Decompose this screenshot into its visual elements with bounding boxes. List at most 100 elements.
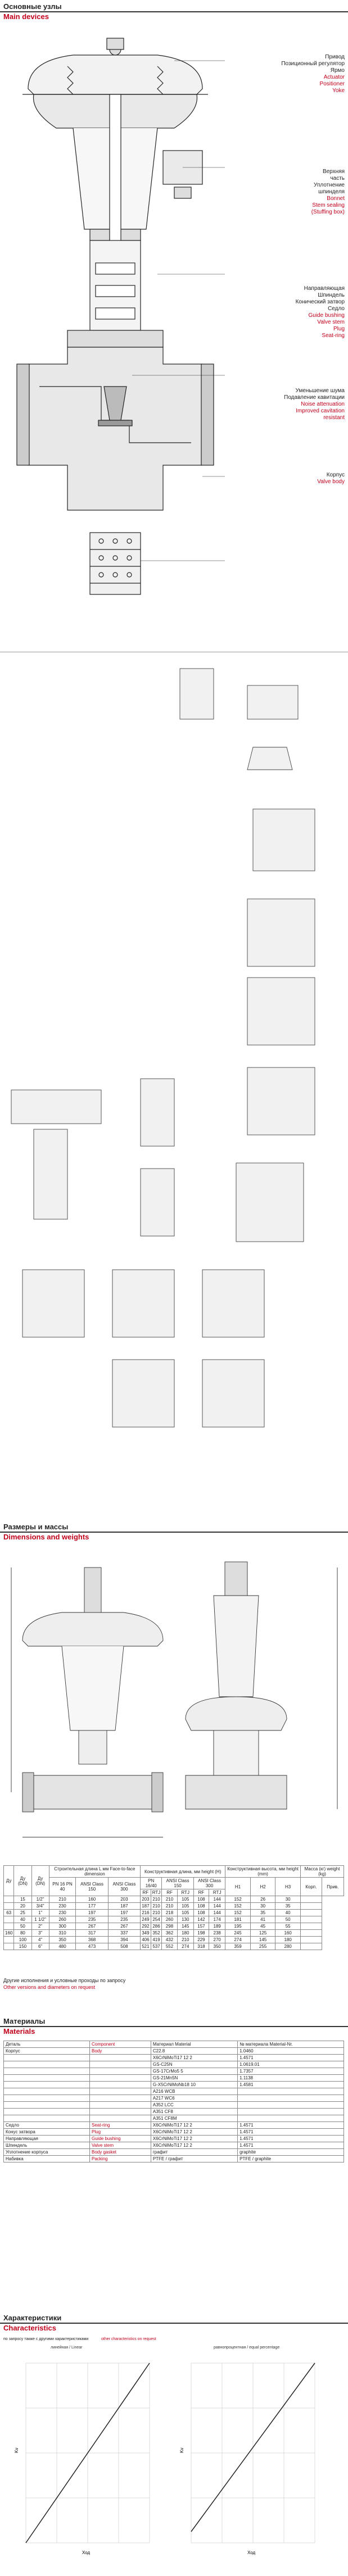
label-group-actuator: Привод Позиционный регулятор Ярмо Actuat… (225, 54, 345, 94)
table-cell: 1.4581 (237, 2081, 344, 2088)
label-seat-en: Seat-ring (322, 333, 345, 339)
table-cell (3, 2054, 90, 2061)
label-noise-ru: Уменьшение шума (295, 388, 345, 394)
table-cell: 152 (225, 1909, 251, 1916)
table-cell: 187 (140, 1902, 151, 1910)
table-cell: 1.7357 (237, 2068, 344, 2075)
label-stem-ru: Шпиндель (318, 292, 345, 298)
section-title-ru: Основные узлы (3, 2, 62, 11)
label-stem-sealing-en: Stem sealing (312, 202, 345, 208)
table-cell (89, 2054, 151, 2061)
characteristic-note-ru: по запросу также с другими характеристик… (3, 2337, 89, 2341)
table-cell: Конус затвора (3, 2128, 90, 2136)
table-cell: 152 (225, 1896, 251, 1903)
section-rule (0, 2026, 348, 2027)
table-cell (3, 1902, 15, 1910)
table-cell: GS-C25N (150, 2061, 238, 2068)
table-cell: 210 (161, 1902, 178, 1910)
table-row: A216 WCB (3, 2088, 344, 2095)
table-cell: 267 (75, 1923, 109, 1930)
table-cell (300, 1943, 322, 1950)
table-header-cell: № материала Material-Nr. (237, 2041, 344, 2048)
table-cell: 235 (107, 1916, 141, 1923)
table-header-row: Деталь Component Материал Material № мат… (3, 2041, 344, 2048)
table-cell: 1.1138 (237, 2074, 344, 2082)
table-cell: 3" (31, 1929, 49, 1937)
label-bonnet-ru-2: часть (330, 175, 345, 181)
label-stem-en: Valve stem (317, 319, 345, 325)
table-header-cell: Масса (кг) weight (kg) (300, 1865, 345, 1878)
table-cell: Седло (3, 2121, 90, 2129)
table-cell: Body (89, 2047, 151, 2055)
table-cell: 40 (275, 1909, 301, 1916)
table-cell: 1.4571 (237, 2054, 344, 2061)
chart-left-title: линейная / Linear (51, 2346, 83, 2350)
table-header-cell: RTJ (150, 1889, 162, 1896)
table-cell: 1.0619.01 (237, 2061, 344, 2068)
table-cell: 195 (225, 1923, 251, 1930)
table-cell: Plug (89, 2128, 151, 2136)
label-group-noise: Уменьшение шума Подавление кавитации Noi… (225, 388, 345, 421)
table-cell: 210 (177, 1936, 194, 1943)
label-cavitation-en-2: resistant (323, 415, 345, 421)
table-cell: 108 (193, 1896, 210, 1903)
table-cell: 15 (13, 1896, 32, 1903)
table-cell: 1/2" (31, 1896, 49, 1903)
label-stem-sealing-ru-2: шпинделя (318, 189, 345, 195)
table-cell: 473 (75, 1943, 109, 1950)
table-cell (3, 2081, 90, 2088)
table-cell: 1.4571 (237, 2121, 344, 2129)
table-cell: 198 (193, 1929, 210, 1937)
table-cell: 432 (161, 1936, 178, 1943)
table-cell: 25 (13, 1909, 32, 1916)
table-cell: 189 (209, 1923, 226, 1930)
label-stuffing-box-en: (Stuffing box) (311, 209, 345, 215)
label-noise-en: Noise attenuation (301, 401, 345, 407)
label-cavitation-en-1: Improved cavitation (296, 408, 345, 414)
table-cell: 274 (177, 1943, 194, 1950)
table-cell: 63 (3, 1909, 15, 1916)
label-yoke-ru: Ярмо (330, 67, 345, 74)
label-group-bonnet: Верхняя часть Уплотнение шпинделя Bonnet… (225, 169, 345, 216)
table-cell: graphite (237, 2148, 344, 2156)
table-cell: Packing (89, 2155, 151, 2162)
table-cell: 352 (150, 1929, 162, 1937)
table-cell: 286 (150, 1923, 162, 1930)
table-cell: Guide bushing (89, 2135, 151, 2142)
table-cell: Seat-ring (89, 2121, 151, 2129)
table-cell: 1.4571 (237, 2135, 344, 2142)
table-cell: 210 (161, 1896, 178, 1903)
table-header-cell: ANSI Class 300 (107, 1877, 141, 1896)
valve-cutaway-drawing (16, 38, 225, 595)
table-header-cell: Конструктивная высота, мм height (mm) (225, 1865, 301, 1878)
dimension-drawing (11, 1561, 338, 1838)
table-cell (237, 2088, 344, 2095)
table-header-cell: H3 (275, 1877, 301, 1896)
table-cell: X6CrNiMoTi17 12 2 (150, 2142, 238, 2149)
table-header-cell: ANSI Class 300 (193, 1877, 226, 1889)
table-cell: C22.8 (150, 2047, 238, 2055)
chart-series-line (191, 2363, 315, 2532)
table-header-cell: RF (161, 1889, 178, 1896)
label-seat-ru: Седло (328, 306, 345, 312)
table-cell: 145 (250, 1936, 276, 1943)
table-cell: 197 (75, 1909, 109, 1916)
section-title-en: Materials (3, 2027, 35, 2036)
table-cell (3, 2061, 90, 2068)
table-cell: 255 (250, 1943, 276, 1950)
table-cell: 229 (193, 1936, 210, 1943)
table-cell: 368 (75, 1936, 109, 1943)
table-cell: 350 (48, 1936, 76, 1943)
table-cell (237, 2095, 344, 2102)
table-cell (3, 2101, 90, 2109)
table-cell: 274 (225, 1936, 251, 1943)
table-header-cell: ANSI Class 150 (75, 1877, 109, 1896)
